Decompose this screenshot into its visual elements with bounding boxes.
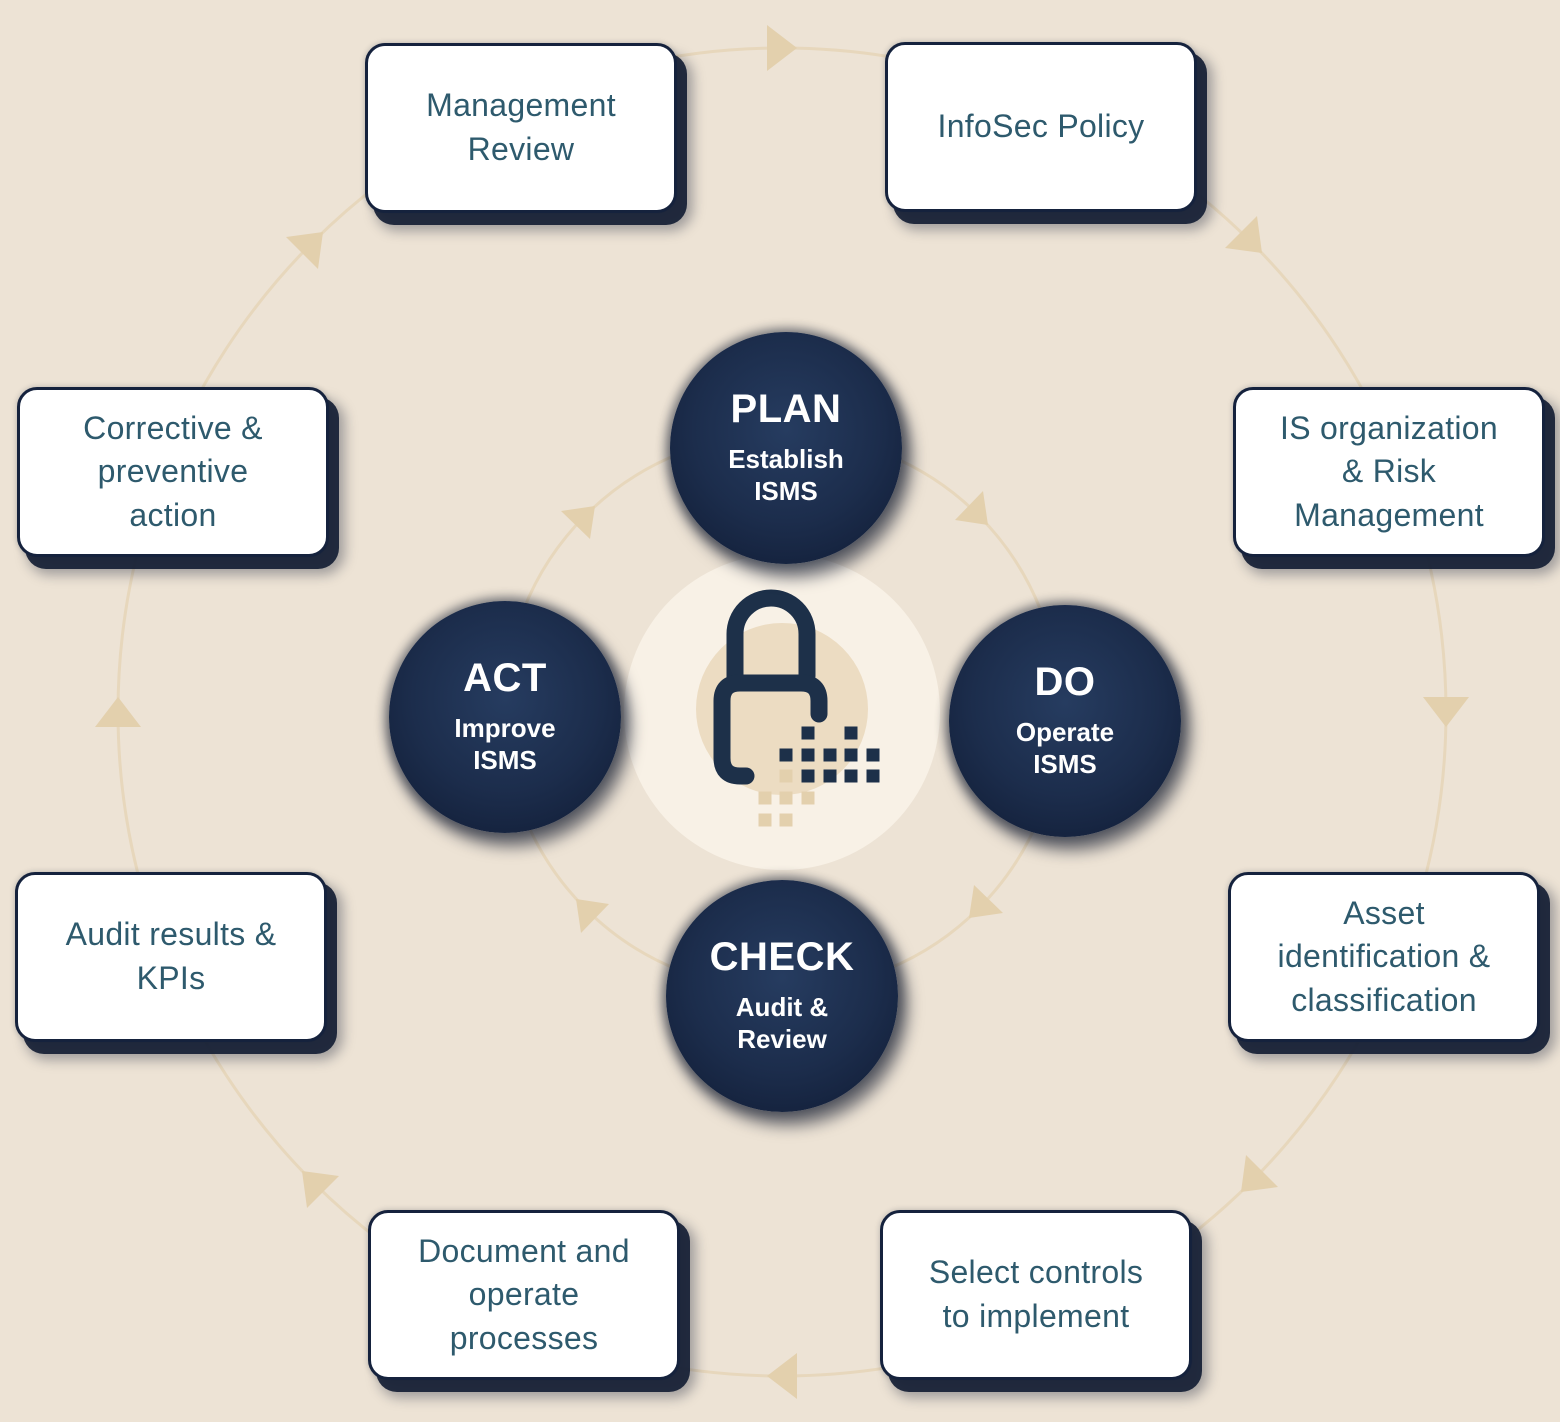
padlock-shackle [726,589,816,689]
stage-box-label: InfoSec Policy [937,108,1145,145]
stage-box-label: Select controls to implement [928,1254,1144,1334]
stage-box-label: Document and operate processes [418,1232,630,1356]
stage-box-select-controls: Select controls to implement [880,1210,1192,1380]
padlock-pixel-squares [758,726,880,827]
inner-arrow-act-to-plan-icon [561,506,595,539]
stage-box-label: Corrective & preventive action [83,409,263,533]
cycle-node-plan: PLAN Establish ISMS [670,332,902,564]
cycle-node-subtitle: Improve ISMS [454,712,556,776]
cycle-node-check: CHECK Audit & Review [666,880,898,1112]
padlock-body [713,674,828,785]
cycle-node-subtitle: Audit & Review [735,991,829,1055]
cycle-node-title: ACT [463,655,547,700]
arrow-left-icon [767,1353,797,1399]
cycle-node-title: CHECK [709,934,855,979]
stage-box-label: Asset identification & classification [1277,894,1491,1018]
stage-box-asset-identification: Asset identification & classification [1228,872,1540,1042]
stage-box-label: IS organization & Risk Management [1280,409,1498,533]
stage-box-infosec-policy: InfoSec Policy [885,42,1197,212]
arrow-up-icon [95,697,141,727]
arrow-down-right-icon [1225,216,1262,253]
stage-box-label: Management Review [426,87,616,167]
cycle-node-title: PLAN [730,386,842,431]
cycle-node-subtitle: Establish ISMS [728,443,844,507]
cycle-node-title: DO [1034,659,1096,704]
stage-box-corrective-preventive: Corrective & preventive action [17,387,329,557]
inner-arrow-plan-to-do-icon [955,491,988,525]
stage-box-document-operate: Document and operate processes [368,1210,680,1380]
cycle-node-act: ACT Improve ISMS [389,601,621,833]
stage-box-audit-results: Audit results & KPIs [15,872,327,1042]
stage-box-is-organization-risk: IS organization & Risk Management [1233,387,1545,557]
stage-box-management-review: Management Review [365,43,677,213]
inner-arrow-check-to-act-icon [576,899,609,933]
arrow-up-right-icon [286,232,323,269]
arrow-down-left-icon [1241,1155,1278,1192]
arrow-down-icon [1423,697,1469,727]
arrow-up-left-icon [302,1171,339,1208]
inner-arrow-do-to-check-icon [969,885,1003,918]
arrow-right-icon [767,25,797,71]
stage-box-label: Audit results & KPIs [65,916,277,996]
cycle-node-do: DO Operate ISMS [949,605,1181,837]
cycle-node-subtitle: Operate ISMS [1015,716,1115,780]
